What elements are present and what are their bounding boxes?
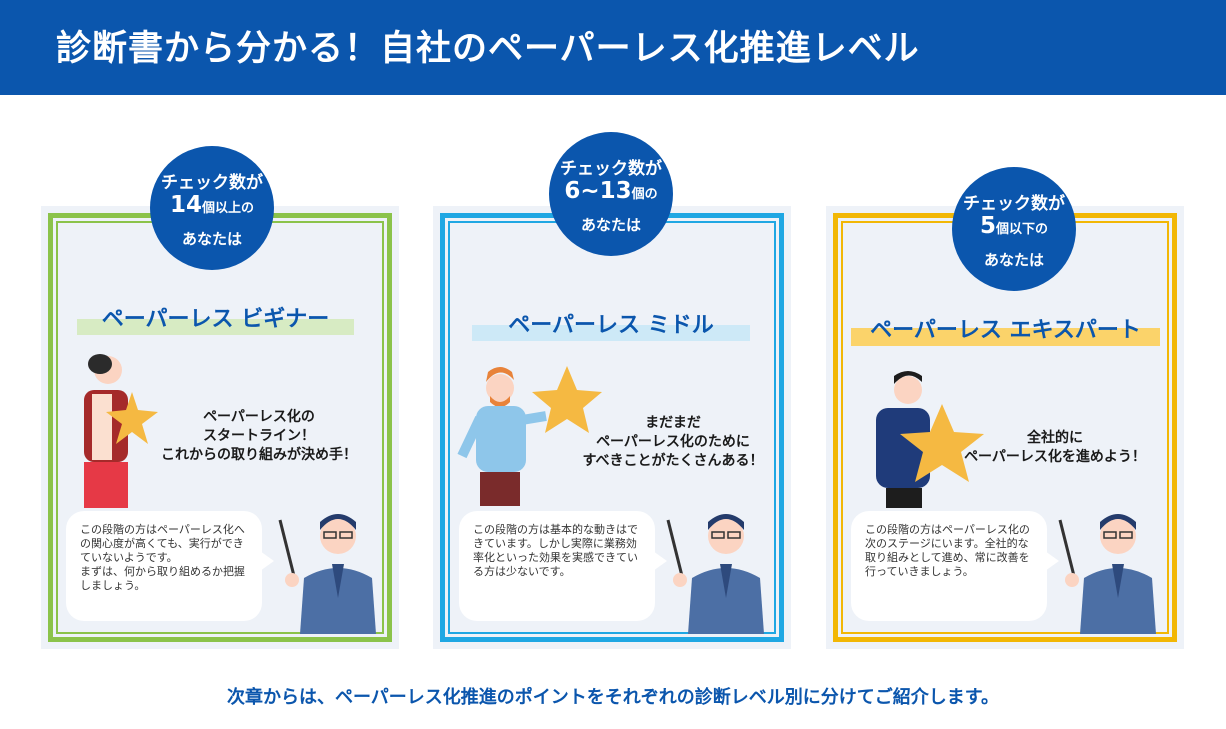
message-line: ペーパーレス化を進めよう！ [964, 449, 1146, 465]
badge-count: 14 [169, 192, 202, 218]
badge-line2: 6~13個の [549, 178, 673, 204]
advice-text: この段階の方はペーパーレス化への関心度が高くても、実行ができていないようです。 … [80, 523, 245, 592]
message-line: まだまだ [645, 415, 701, 431]
level-title-text: ペーパーレス ミドル [508, 313, 714, 338]
advice-bubble-beginner: この段階の方はペーパーレス化への関心度が高くても、実行ができていないようです。 … [66, 511, 274, 621]
man-pointing-star-illustration [457, 366, 602, 506]
badge-count: 5 [979, 213, 996, 239]
message-line: 全社的に [1027, 430, 1083, 446]
advice-text: この段階の方はペーパーレス化の次のステージにいます。全社的な取り組みとして進め、… [865, 523, 1030, 578]
level-title-middle: ペーパーレス ミドル [472, 311, 750, 341]
advice-text: この段階の方は基本的な動きはできています。しかし実際に業務効率化といった効果を実… [473, 523, 638, 578]
level-title-expert: ペーパーレス エキスパート [851, 316, 1160, 346]
badge-line3: あなたは [580, 216, 641, 234]
man-holding-star-illustration [876, 371, 984, 508]
message-line: ペーパーレス化のために [596, 434, 750, 450]
message-line: すべきことがたくさんある！ [582, 453, 764, 469]
badge-line3: あなたは [983, 251, 1044, 269]
badge-count-suffix: 個の [631, 187, 658, 202]
level-title-text: ペーパーレス ビギナー [101, 307, 330, 332]
badge-line2: 5個以下の [952, 213, 1076, 239]
level-title-band [851, 328, 1160, 346]
star-icon [900, 404, 984, 482]
bubble-tail [1045, 551, 1059, 571]
bubble-tail [260, 551, 274, 571]
star-icon [532, 366, 602, 433]
advisor-with-pointer-illustration [666, 514, 764, 634]
level-title-band [77, 319, 354, 335]
footer-note: 次章からは、ペーパーレス化推進のポイントをそれぞれの診断レベル別に分けてご紹介し… [226, 687, 999, 708]
message-line: スタートライン！ [203, 428, 315, 444]
advisor-with-pointer-illustration [1058, 514, 1156, 634]
header-banner: 診断書から分かる！自社のペーパーレス化推進レベル [0, 0, 1226, 95]
level-title-beginner: ペーパーレス ビギナー [77, 305, 354, 335]
badge-line3: あなたは [181, 230, 242, 248]
level-message-middle: まだまだ ペーパーレス化のために すべきことがたくさんある！ [559, 414, 787, 471]
level-message-expert: 全社的に ペーパーレス化を進めよう！ [942, 429, 1168, 467]
message-line: これからの取り組みが決め手！ [161, 447, 357, 463]
level-message-beginner: ペーパーレス化の スタートライン！ これからの取り組みが決め手！ [141, 408, 377, 465]
level-title-text: ペーパーレス エキスパート [870, 318, 1141, 343]
badge-line1: チェック数が [963, 194, 1065, 214]
message-line: ペーパーレス化の [203, 409, 315, 425]
check-count-badge-beginner: チェック数が 14個以上の あなたは [150, 146, 274, 270]
badge-line1: チェック数が [161, 173, 263, 193]
check-count-badge-middle: チェック数が 6~13個の あなたは [549, 132, 673, 256]
advice-bubble-expert: この段階の方はペーパーレス化の次のステージにいます。全社的な取り組みとして進め、… [851, 511, 1059, 621]
check-count-badge-expert: チェック数が 5個以下の あなたは [952, 167, 1076, 291]
bubble-tail [653, 551, 667, 571]
badge-line2: 14個以上の [150, 192, 274, 218]
advisor-with-pointer-illustration [278, 514, 376, 634]
star-icon [106, 392, 158, 444]
page-title: 診断書から分かる！自社のペーパーレス化推進レベル [56, 29, 920, 69]
badge-line1: チェック数が [560, 159, 662, 179]
advice-bubble-middle: この段階の方は基本的な動きはできています。しかし実際に業務効率化といった効果を実… [459, 511, 667, 621]
level-title-band [472, 325, 750, 341]
badge-count: 6~13 [564, 178, 632, 204]
woman-holding-star-illustration [84, 354, 158, 508]
badge-count-suffix: 個以上の [202, 201, 255, 216]
badge-count-suffix: 個以下の [996, 222, 1049, 237]
